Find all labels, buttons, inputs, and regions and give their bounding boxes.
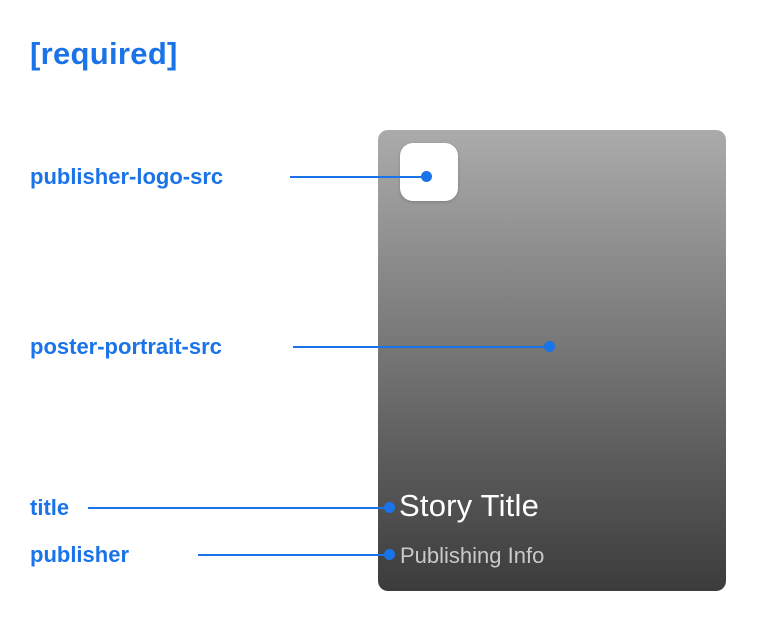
connector-line-title (88, 507, 388, 509)
connector-line-publisher (198, 554, 388, 556)
connector-line-poster-portrait-src (293, 346, 548, 348)
label-title: title (30, 495, 70, 520)
page-title: [required] (30, 36, 178, 71)
story-card: Story Title Publishing Info (378, 130, 726, 591)
connector-line-publisher-logo-src (290, 176, 422, 178)
story-title-text: Story Title (399, 488, 540, 523)
label-poster-portrait-src: poster-portrait-src (30, 334, 222, 359)
label-publisher: publisher (30, 542, 130, 567)
publisher-info-text: Publishing Info (400, 543, 545, 568)
marker-dot-title (384, 502, 395, 513)
label-publisher-logo-src: publisher-logo-src (30, 164, 224, 189)
marker-dot-publisher (384, 549, 395, 560)
marker-dot-poster-portrait-src (544, 341, 555, 352)
marker-dot-publisher-logo-src (421, 171, 432, 182)
